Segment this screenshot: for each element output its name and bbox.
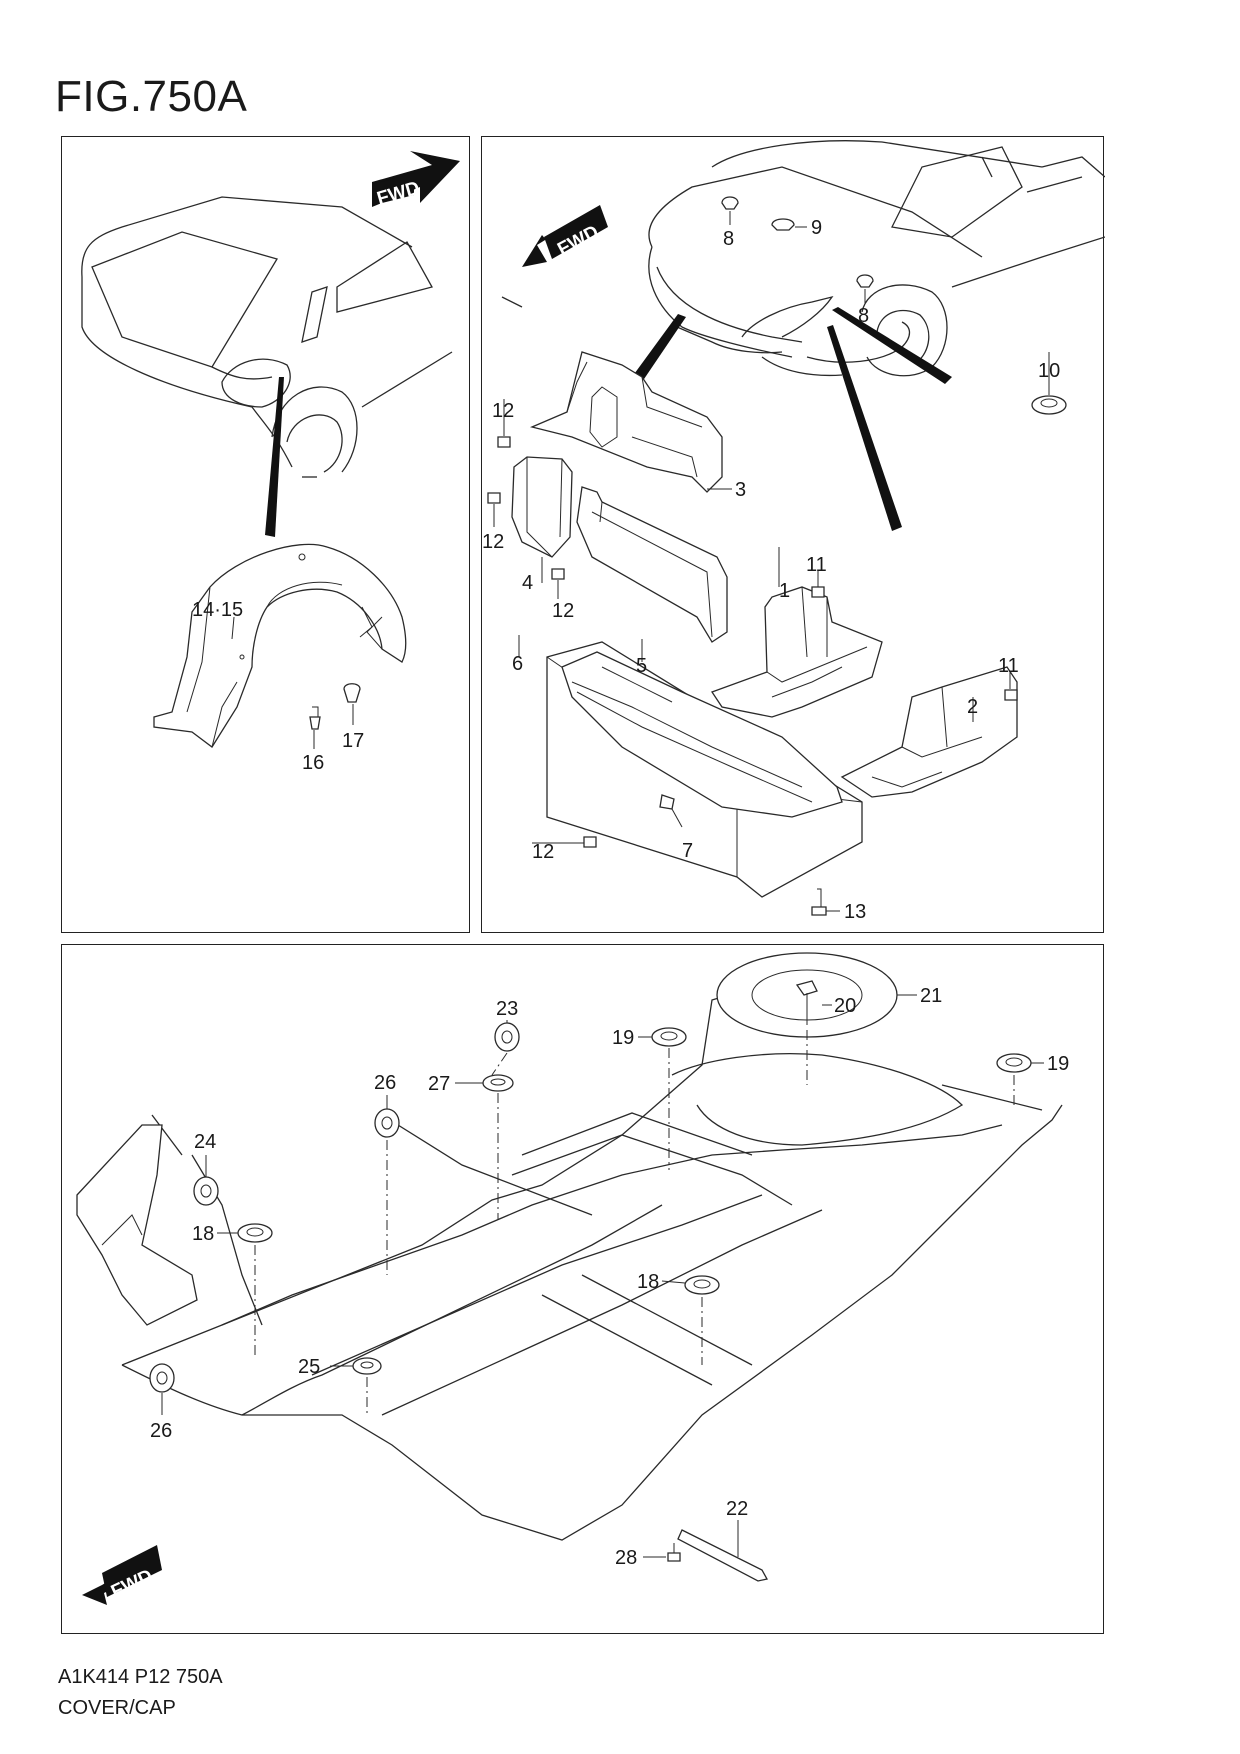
clip-part-17 bbox=[343, 683, 361, 703]
callout-12-b: 12 bbox=[482, 531, 504, 553]
callout-17: 17 bbox=[342, 730, 364, 752]
clip-part-11-a bbox=[811, 586, 825, 598]
lower-cover-part-5 bbox=[576, 486, 728, 643]
bracket-part-22 bbox=[677, 1529, 768, 1582]
screw-part-12-b bbox=[487, 492, 501, 504]
floor-pan-sketch bbox=[121, 984, 1063, 1541]
callout-18-b: 18 bbox=[637, 1271, 659, 1293]
plug-part-23 bbox=[494, 1022, 520, 1052]
cap-part-9 bbox=[771, 218, 795, 231]
front-undercover-diagram: FWD bbox=[482, 140, 1105, 923]
callout-12: 12 bbox=[492, 400, 514, 422]
screw-part-12-c bbox=[551, 568, 565, 580]
plug-part-18-a bbox=[237, 1223, 273, 1243]
callout-26: 26 bbox=[374, 1072, 396, 1094]
callout-11-b: 11 bbox=[998, 655, 1019, 677]
car-front-sketch bbox=[81, 196, 453, 478]
side-cover-part-4 bbox=[511, 456, 573, 558]
clip-part-16 bbox=[309, 706, 321, 730]
figure-title: FIG.750A bbox=[55, 72, 248, 121]
plug-part-26-b bbox=[149, 1363, 175, 1393]
callout-23: 23 bbox=[496, 998, 518, 1020]
callout-6: 6 bbox=[512, 653, 523, 675]
callout-27: 27 bbox=[428, 1073, 450, 1095]
callout-9: 9 bbox=[811, 217, 822, 239]
grommet-part-10 bbox=[1031, 395, 1067, 415]
undercover-part-1 bbox=[711, 586, 883, 718]
pointer-wedge bbox=[265, 377, 284, 537]
figure-code: A1K414 P12 750A bbox=[58, 1666, 223, 1688]
floor-plug-diagram: FWD bbox=[76, 952, 1069, 1605]
front-undercover-part-6 bbox=[561, 651, 843, 818]
callout-4: 4 bbox=[522, 572, 533, 594]
fender-liner-part bbox=[153, 543, 407, 748]
callout-8-b: 8 bbox=[858, 305, 869, 327]
side-panel-part bbox=[76, 1124, 198, 1326]
plug-part-24 bbox=[193, 1176, 219, 1206]
cap-part-8 bbox=[721, 196, 739, 210]
panel-floor-plugs: FWD bbox=[61, 944, 1104, 1634]
callout-3: 3 bbox=[735, 479, 746, 501]
plug-part-19-b bbox=[996, 1053, 1032, 1073]
cap-part-8-b bbox=[856, 274, 874, 288]
callout-18: 18 bbox=[192, 1223, 214, 1245]
bolt-part-28 bbox=[667, 1543, 681, 1562]
panel-wheel-housing: FWD bbox=[61, 136, 470, 933]
wheel-housing-diagram: FWD bbox=[81, 151, 460, 774]
plug-part-26-a bbox=[374, 1108, 400, 1138]
bolt-part-13 bbox=[811, 888, 827, 916]
callout-5: 5 bbox=[636, 655, 647, 677]
callout-25: 25 bbox=[298, 1356, 320, 1378]
callout-13: 13 bbox=[844, 901, 866, 923]
callout-22: 22 bbox=[726, 1498, 748, 1520]
plug-part-19-a bbox=[651, 1027, 687, 1047]
callout-1: 1 bbox=[779, 580, 790, 602]
pointer-wedge bbox=[832, 307, 952, 384]
pointer-wedge bbox=[632, 314, 686, 382]
panel-front-undercovers: FWD bbox=[481, 136, 1105, 933]
callout-11: 11 bbox=[806, 554, 827, 576]
callout-20: 20 bbox=[834, 995, 856, 1017]
upper-cover-part-3 bbox=[529, 351, 723, 493]
callout-8: 8 bbox=[723, 228, 734, 250]
callout-12-d: 12 bbox=[532, 841, 554, 863]
callout-19-b: 19 bbox=[1047, 1053, 1069, 1075]
clip-part-11-b bbox=[1004, 689, 1018, 701]
figure-name: COVER/CAP bbox=[58, 1697, 176, 1719]
callout-28: 28 bbox=[615, 1547, 637, 1569]
callout-14-15: 14·15 bbox=[192, 599, 243, 621]
undercover-part-2 bbox=[840, 666, 1018, 798]
bolt-part-20 bbox=[795, 980, 818, 1025]
screw-part-12-a bbox=[497, 436, 511, 448]
plug-part-18-b bbox=[684, 1275, 720, 1295]
callout-12-c: 12 bbox=[552, 600, 574, 622]
car-front-sketch bbox=[501, 140, 1105, 377]
callout-16: 16 bbox=[302, 752, 324, 774]
plug-part-25 bbox=[352, 1357, 382, 1375]
callout-21: 21 bbox=[920, 985, 942, 1007]
callout-2: 2 bbox=[967, 696, 978, 718]
fwd-arrow-icon: FWD bbox=[522, 205, 608, 267]
pointer-wedge bbox=[827, 325, 902, 531]
callout-7: 7 bbox=[682, 840, 693, 862]
callout-24: 24 bbox=[194, 1131, 216, 1153]
fwd-arrow-icon: FWD bbox=[372, 151, 460, 210]
callout-10: 10 bbox=[1038, 360, 1060, 382]
screw-part-12-d bbox=[583, 836, 597, 848]
fwd-arrow-icon: FWD bbox=[82, 1545, 162, 1605]
clip-part-7 bbox=[659, 794, 675, 810]
plug-part-27 bbox=[482, 1074, 514, 1092]
callout-26-b: 26 bbox=[150, 1420, 172, 1442]
callout-19: 19 bbox=[612, 1027, 634, 1049]
